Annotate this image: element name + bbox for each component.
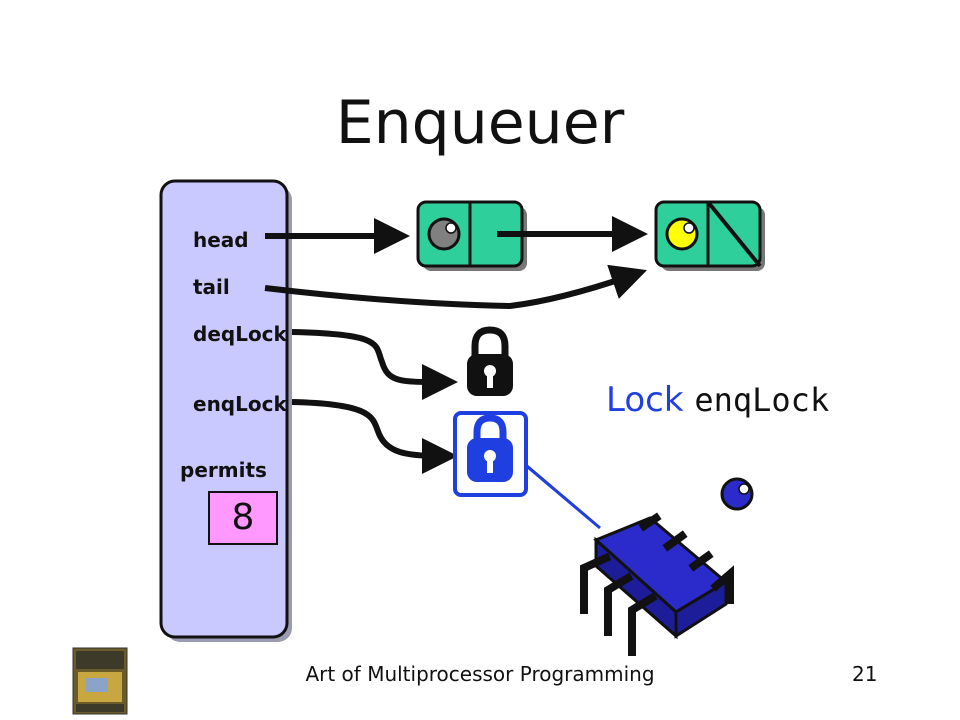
- slide-title: Enqueuer: [335, 88, 625, 158]
- caption-keyword: Lock: [606, 380, 684, 420]
- lock-icon-held: [453, 411, 601, 530]
- list-node-sentinel: [416, 200, 527, 271]
- enqlock-pointer-arrow: [291, 399, 458, 474]
- tail-pointer-arrow: [264, 264, 648, 310]
- book-cover-icon: [72, 647, 128, 715]
- thread-bug-icon: [580, 477, 754, 656]
- caption-identifier: enqLock: [694, 381, 830, 419]
- lock-caption: Lock enqLock: [606, 380, 829, 420]
- page-number: 21: [852, 662, 878, 686]
- deqlock-field-label: deqLock: [193, 322, 287, 346]
- footer-text: Art of Multiprocessor Programming: [305, 662, 655, 686]
- enqlock-field-label: enqLock: [193, 392, 287, 416]
- tail-field-label: tail: [193, 275, 230, 299]
- permits-field-label: permits: [180, 458, 267, 482]
- permits-value: 8: [208, 491, 278, 545]
- list-node-tail: [654, 200, 765, 271]
- lock-icon: [467, 326, 513, 396]
- deqlock-pointer-arrow: [291, 329, 458, 400]
- pointer-arrows: [264, 216, 648, 474]
- head-field-label: head: [193, 228, 249, 252]
